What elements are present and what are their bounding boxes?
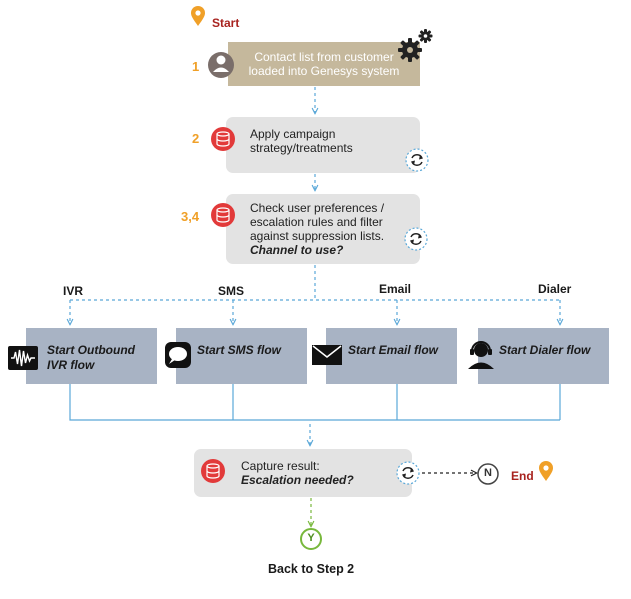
step-number: 1 — [192, 59, 200, 74]
step2-text: Apply campaign strategy/treatments — [250, 127, 353, 155]
no-node-label: N — [484, 467, 492, 479]
no-node — [477, 463, 499, 485]
step1-box — [228, 42, 420, 86]
location-pin-icon — [191, 6, 205, 26]
channel-header-dialer: Dialer — [538, 282, 572, 296]
step2-box — [226, 117, 420, 173]
sms-flow-box — [176, 328, 307, 384]
email-flow-label: Start Email flow — [348, 343, 439, 357]
channel-header-ivr: IVR — [63, 284, 84, 298]
ivr-flow-box — [26, 328, 157, 384]
ivr-flow-label: Start Outbound IVR flow — [47, 343, 135, 372]
capture-text: Capture result: Escalation needed? — [241, 459, 354, 487]
dialer-flow-box — [478, 328, 609, 384]
database-icon — [211, 127, 235, 151]
channel-header-email: Email — [379, 282, 412, 296]
refresh-icon — [404, 227, 428, 251]
step34-text: Check user preferences / escalation rule… — [250, 201, 385, 257]
envelope-icon — [312, 345, 342, 365]
refresh-icon — [405, 148, 429, 172]
waveform-icon — [8, 346, 38, 370]
person-icon — [208, 52, 234, 78]
database-icon — [211, 203, 235, 227]
email-flow-box — [326, 328, 457, 384]
step-number: 3,4 — [181, 209, 200, 224]
channel-header-sms: SMS — [218, 284, 245, 298]
location-pin-icon — [539, 461, 553, 481]
back-to-step-label: Back to Step 2 — [268, 562, 355, 576]
capture-box — [194, 449, 412, 497]
refresh-icon — [396, 461, 420, 485]
database-icon — [201, 459, 225, 483]
gears-icon — [398, 29, 433, 62]
step34-box — [226, 194, 420, 264]
headset-agent-icon — [468, 341, 494, 369]
dialer-flow-label: Start Dialer flow — [499, 343, 591, 357]
step-number: 2 — [192, 131, 200, 146]
yes-node — [300, 528, 322, 550]
start-label: Start — [212, 16, 240, 30]
sms-flow-label: Start SMS flow — [197, 343, 282, 357]
end-label: End — [511, 469, 534, 483]
chat-bubble-icon — [165, 342, 191, 368]
yes-node-label: Y — [307, 532, 315, 544]
step1-text: Contact list from customer loaded into G… — [248, 50, 400, 78]
